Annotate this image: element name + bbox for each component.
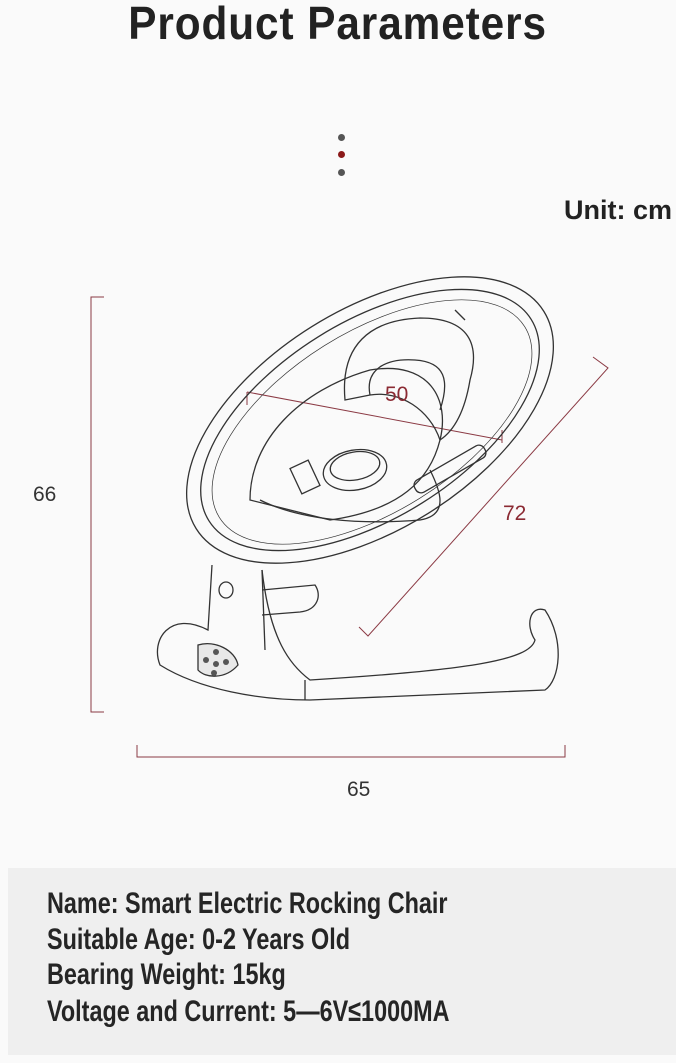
decorative-dot-accent bbox=[338, 151, 345, 158]
height-dimension-line bbox=[90, 296, 104, 713]
seat-width-dimension-label: 50 bbox=[385, 383, 409, 406]
spec-voltage-current: Voltage and Current: 5—6V≤1000MA bbox=[47, 995, 450, 1028]
height-dimension-label: 66 bbox=[33, 483, 57, 506]
seat-width-dimension-line bbox=[246, 391, 503, 441]
dimension-lines bbox=[90, 296, 609, 758]
width-dimension-label: 65 bbox=[347, 778, 371, 801]
unit-label: Unit: cm bbox=[564, 195, 672, 225]
spec-name: Name: Smart Electric Rocking Chair bbox=[47, 887, 448, 920]
decorative-dot bbox=[338, 169, 345, 176]
rocking-chair-drawing bbox=[90, 276, 609, 758]
length-dimension-label: 72 bbox=[503, 502, 527, 525]
specs-panel bbox=[8, 868, 676, 1055]
page-title: Product Parameters bbox=[0, 0, 676, 50]
spec-bearing-weight: Bearing Weight: 15kg bbox=[47, 958, 286, 991]
page-title-text: Product Parameters bbox=[128, 0, 548, 49]
spec-suitable-age: Suitable Age: 0-2 Years Old bbox=[47, 923, 351, 956]
control-panel-buttons bbox=[203, 649, 229, 676]
decorative-dot bbox=[338, 134, 345, 141]
length-dimension-line bbox=[358, 356, 609, 637]
chair-outline bbox=[156, 276, 559, 701]
width-dimension-line bbox=[136, 745, 566, 758]
